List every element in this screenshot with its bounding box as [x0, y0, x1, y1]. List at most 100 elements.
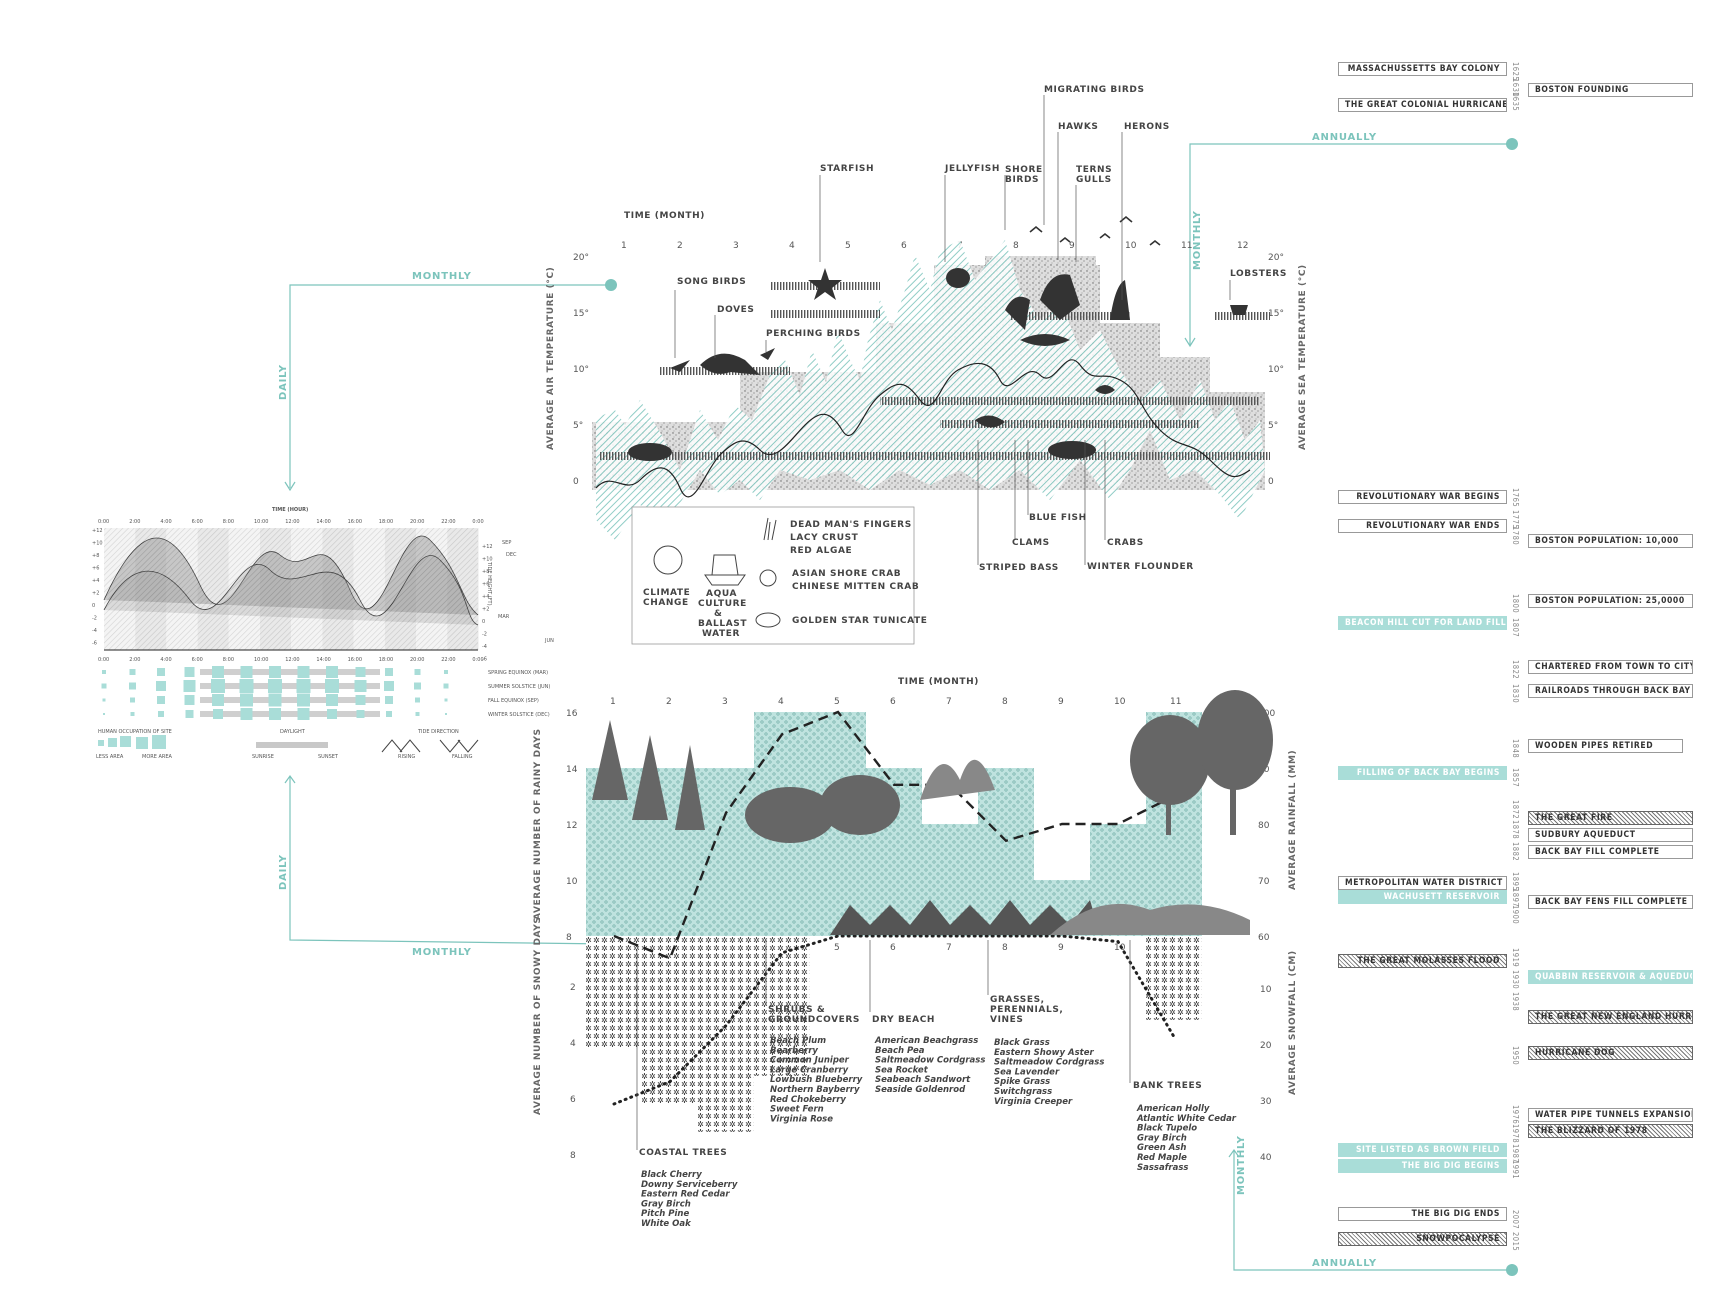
- occupation-square: [327, 709, 337, 719]
- beach-icon: [1050, 903, 1250, 935]
- y-tick: +10: [92, 541, 103, 547]
- y-tick: -2: [482, 632, 487, 638]
- svg-text:ASIAN SHORE CRAB: ASIAN SHORE CRAB: [792, 569, 901, 579]
- timeline-event: WATER PIPE TUNNELS EXPANSION: [1528, 1108, 1693, 1122]
- snowy-days-bar: [754, 936, 810, 1076]
- svg-text:TIDE DIRECTION: TIDE DIRECTION: [417, 729, 459, 735]
- svg-text:COASTAL TREES: COASTAL TREES: [639, 1148, 727, 1158]
- daylight-band: [200, 697, 380, 703]
- y-tick: -6: [92, 641, 97, 647]
- heron-icon: [1110, 280, 1130, 320]
- svg-text:HERONS: HERONS: [1124, 122, 1170, 132]
- y-tick: 0: [482, 619, 485, 625]
- algae-icon: [763, 517, 777, 541]
- y-tick: 0: [1268, 477, 1274, 487]
- timeline-event: BACK BAY FILL COMPLETE: [1528, 845, 1693, 859]
- occupation-square: [102, 670, 106, 674]
- timeline-event: SITE LISTED AS BROWN FIELD: [1338, 1143, 1507, 1157]
- occupation-square: [268, 693, 282, 707]
- occupation-square: [102, 698, 106, 702]
- svg-text:RISING: RISING: [398, 754, 415, 760]
- hour-tick: 12:00: [285, 519, 299, 525]
- y-tick: -2: [92, 616, 97, 622]
- timeline-event: QUABBIN RESERVOIR & AQUEDUCT: [1528, 970, 1693, 984]
- occupation-square: [325, 679, 339, 693]
- y-tick: 5°: [573, 421, 583, 431]
- month-tick: 10: [1125, 241, 1137, 251]
- occupation-square: [239, 679, 254, 693]
- y-tick: 20: [1260, 1041, 1272, 1051]
- month-tick: 2: [666, 697, 672, 707]
- svg-text:LACY CRUST: LACY CRUST: [790, 533, 859, 543]
- occupation-square: [415, 712, 420, 716]
- flounder-icon: [1048, 441, 1096, 459]
- hour-tick: 8:00: [223, 519, 234, 525]
- hour-tick: 14:00: [316, 519, 330, 525]
- timeline-year: 1857: [1511, 768, 1520, 788]
- month-tick: 5: [845, 241, 851, 251]
- plant-name: Beach Plum: [770, 1036, 826, 1046]
- occupation-square: [386, 711, 392, 717]
- bird-icon: [670, 360, 690, 372]
- plant-name: Red Chokeberry: [770, 1095, 846, 1105]
- plant-name: Large Cranberry: [770, 1065, 849, 1075]
- hour-tick: 10:00: [254, 657, 268, 663]
- connector-annual-top: [1184, 143, 1510, 348]
- tide-wave-line: [595, 359, 1251, 498]
- hour-tick: 0:00: [472, 519, 483, 525]
- daily-legend: HUMAN OCCUPATION OF SITE LESS AREA MORE …: [96, 729, 479, 760]
- svg-text:CHANGE: CHANGE: [643, 598, 689, 608]
- month-tick: 5: [834, 943, 840, 953]
- timeline-year: 1882: [1511, 842, 1520, 862]
- occupation-square: [269, 708, 281, 720]
- svg-text:BIRDS: BIRDS: [1005, 175, 1039, 185]
- svg-text:SONG BIRDS: SONG BIRDS: [677, 277, 746, 287]
- occupation-square: [130, 712, 135, 716]
- y-tick: 4: [570, 1039, 576, 1049]
- y-ticks-right: 1009080706010203040: [1258, 709, 1275, 1163]
- occupation-square: [445, 713, 447, 715]
- connector-label-monthly: MONTHLY: [412, 271, 472, 282]
- timeline-event: REVOLUTIONARY WAR ENDS: [1338, 519, 1507, 533]
- occupation-square: [240, 708, 253, 720]
- svg-text:SHORE: SHORE: [1005, 165, 1043, 175]
- timeline-event: SNOWPOCALYPSE: [1338, 1232, 1507, 1246]
- plant-name: Sea Rocket: [875, 1065, 929, 1075]
- y-tick: 8: [566, 933, 572, 943]
- svg-text:CHINESE MITTEN CRAB: CHINESE MITTEN CRAB: [792, 582, 919, 592]
- climate-change-icon: [653, 545, 683, 575]
- y-tick: +4: [92, 578, 99, 584]
- svg-text:SEP: SEP: [502, 540, 511, 546]
- plant-name: Seaside Goldenrod: [875, 1085, 966, 1095]
- svg-text:GOLDEN STAR TUNICATE: GOLDEN STAR TUNICATE: [792, 616, 928, 626]
- daylight-band: [200, 683, 380, 689]
- snowy-days-bars: [586, 936, 1202, 1132]
- timeline-event: WACHUSETT RESERVOIR: [1338, 890, 1507, 904]
- plant-name: Downy Serviceberry: [641, 1180, 738, 1190]
- plant-name: Pitch Pine: [641, 1209, 689, 1219]
- hour-tick: 6:00: [192, 519, 203, 525]
- svg-text:DRY BEACH: DRY BEACH: [872, 1015, 935, 1025]
- occupation-square: [240, 666, 253, 678]
- occupation-square: [130, 697, 135, 703]
- svg-text:PERCHING BIRDS: PERCHING BIRDS: [766, 329, 861, 339]
- occupation-square: [326, 666, 338, 678]
- timeline-year: 1930: [1511, 970, 1520, 990]
- tide-y-ticks: +12+12+10+10+8+8+6+6+4+4+2+200-2-2-4-4-6…: [92, 528, 493, 663]
- timeline-event: THE BIG DIG ENDS: [1338, 1207, 1507, 1221]
- y-tick: 2: [570, 983, 576, 993]
- vegetation-labels: SHRUBS & GROUNDCOVERS DRY BEACH GRASSES,…: [639, 995, 1237, 1229]
- y-tick: 0: [92, 603, 95, 609]
- timeline-event: WOODEN PIPES RETIRED: [1528, 739, 1683, 753]
- occupation-square: [184, 695, 195, 705]
- hour-tick: 0:00: [472, 657, 483, 663]
- svg-text:FALLING: FALLING: [452, 754, 473, 760]
- hour-tick: 2:00: [129, 657, 140, 663]
- y-tick: 0: [573, 477, 579, 487]
- plant-name: American Holly: [1136, 1104, 1210, 1114]
- plant-name: Sassafrass: [1137, 1163, 1188, 1173]
- month-tick: 7: [946, 697, 952, 707]
- svg-text:BALLAST: BALLAST: [698, 619, 747, 629]
- svg-text:RED ALGAE: RED ALGAE: [790, 546, 852, 556]
